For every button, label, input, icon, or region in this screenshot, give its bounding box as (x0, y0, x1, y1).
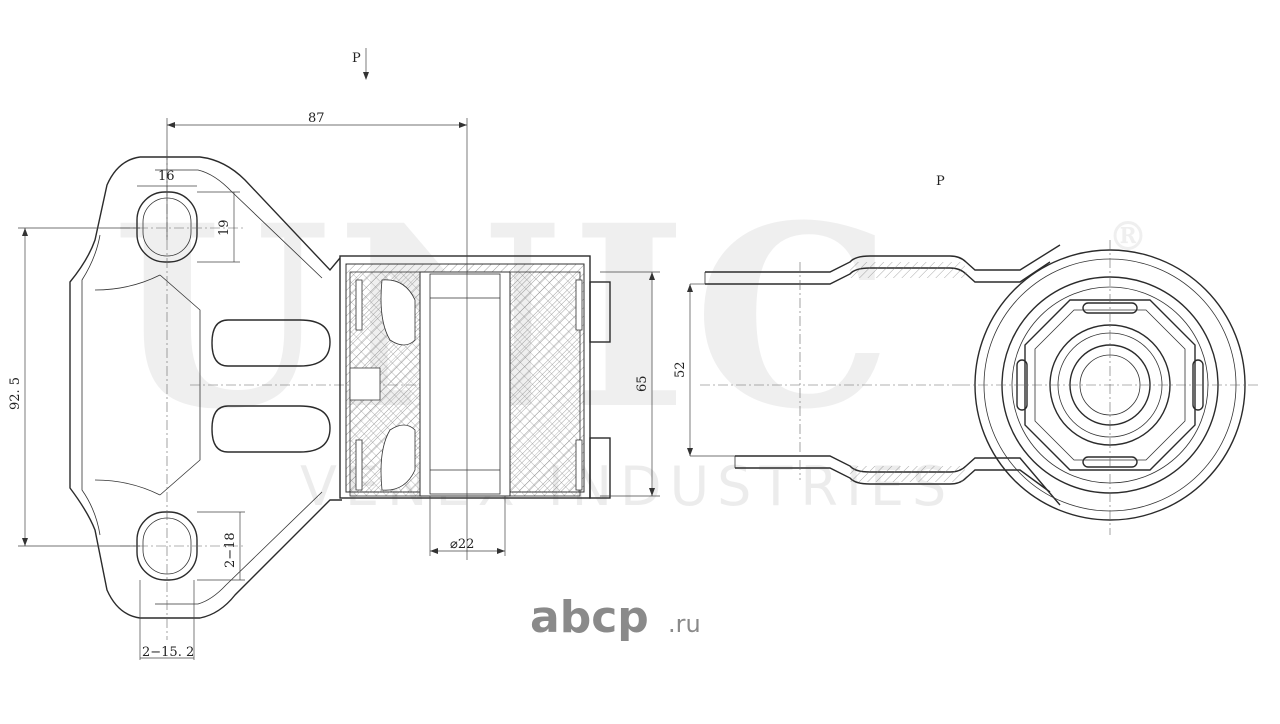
logo-name: abcp (530, 592, 649, 643)
bushing-section (339, 255, 611, 499)
dim-2-15-2: 2−15. 2 (142, 645, 194, 660)
watermark-registered: ® (1108, 213, 1148, 260)
dim-92-5: 92. 5 (8, 377, 23, 410)
bushing-inner-octagon (1024, 299, 1196, 471)
right-view-arm: P 52 (673, 174, 1260, 535)
lower-rib-slot (211, 405, 331, 453)
left-dimensions: P 87 16 19 92. 5 2−18 2−15. 2 (8, 48, 660, 660)
load-direction-label-left: P (352, 51, 361, 66)
load-direction-label-right: P (936, 174, 945, 189)
dim-2-18: 2−18 (223, 532, 238, 568)
dim-87: 87 (308, 111, 325, 126)
dim-65: 65 (635, 375, 650, 392)
bracket-outline (69, 156, 342, 619)
bushing-outer (339, 255, 591, 499)
watermark: UNIC ® VENEX INDUSTRIES (112, 170, 1148, 518)
dim-19: 19 (217, 219, 232, 236)
dim-16: 16 (158, 169, 175, 184)
upper-rib-slot (211, 319, 331, 367)
dim-bore-22: ⌀22 (450, 537, 474, 552)
abcp-logo: abcp .ru (530, 592, 701, 643)
logo-suffix: .ru (668, 610, 701, 638)
dim-52: 52 (673, 361, 688, 378)
